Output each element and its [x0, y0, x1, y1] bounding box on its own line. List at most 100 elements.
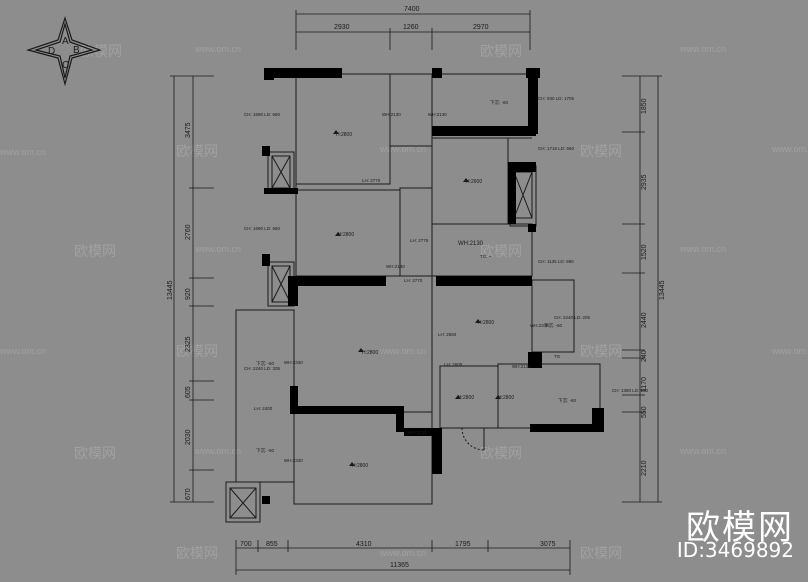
dim-bottom-seg-5: 3075: [540, 541, 556, 548]
window-note: CH: 2240 LD: 205: [554, 315, 591, 320]
dim-top-seg-1: 2930: [334, 24, 350, 31]
dimension-labels: 7400 2930 1260 2970 700 855 4310 1795 30…: [167, 6, 666, 569]
watermark-text: 欧模网: [480, 243, 522, 259]
watermark-text: 欧模网: [176, 143, 218, 159]
watermark-text: 欧模网: [176, 545, 218, 561]
wh-note: WH:2330: [284, 360, 303, 365]
watermark-url: www.om.cn: [379, 144, 426, 154]
compass-letter-a: A: [62, 36, 69, 47]
wh-note: WH:2330: [284, 458, 303, 463]
window-note: CH: 1690 LD: 660: [244, 112, 281, 117]
drop-note: TG: ~: [480, 254, 492, 259]
walls: [262, 68, 604, 504]
drop-note: 下沉: -60: [256, 360, 275, 367]
wh-note: WH:2130: [408, 430, 427, 435]
dim-bottom-seg-2: 855: [266, 541, 278, 548]
dim-left-seg-5: 605: [185, 386, 192, 398]
tag-note: TG: [554, 354, 561, 359]
dim-left-seg-6: 2030: [185, 429, 192, 445]
watermark-text: 欧模网: [580, 143, 622, 159]
dim-right-seg-6: 1170: [641, 377, 648, 392]
dim-right-total: 13445: [659, 280, 666, 300]
window-note: CH: 930 LD: 1705: [538, 96, 575, 101]
compass-letter-d: D: [48, 46, 55, 57]
dim-bottom-seg-1: 700: [240, 541, 252, 548]
watermark-text: 欧模网: [74, 243, 116, 259]
window-frames: [225, 151, 537, 523]
dim-right-seg-2: 2935: [641, 174, 648, 190]
watermark-url: www.om.cn: [194, 446, 241, 456]
watermark-url: www.om.cn: [194, 44, 241, 54]
wh-note: WH:2330: [530, 323, 549, 328]
wh-note: WH:2130: [428, 112, 447, 117]
dim-right-seg-5: 240: [641, 350, 648, 362]
watermark-url: www.om.cn: [679, 446, 726, 456]
window-note: CH: 2240 LD: 205: [244, 366, 281, 371]
lh-note: LH: 2400: [254, 406, 273, 411]
id-watermark: ID:3469892: [676, 538, 794, 562]
watermark-url: www.om.cn: [379, 346, 426, 356]
watermark-url: www.om.cn: [0, 147, 46, 157]
watermark-url: www.om.cn: [379, 548, 426, 558]
dim-right-seg-7: 550: [641, 406, 648, 418]
brand-watermark: 欧模网: [686, 508, 794, 548]
dim-left-seg-2: 2760: [185, 224, 192, 240]
watermark-text: 欧模网: [74, 445, 116, 461]
watermark-text: 欧模网: [480, 445, 522, 461]
dim-left-seg-7: 670: [185, 488, 192, 500]
dim-bottom-seg-4: 1795: [455, 541, 471, 548]
window-note: CH: 1690 LD: 660: [244, 226, 281, 231]
room-label-7: H:2800: [352, 463, 368, 469]
dim-right-seg-4: 2440: [641, 312, 648, 328]
room-labels: H:2800 H:2800 H:2600 H:2800 H:2800 H:280…: [336, 132, 514, 469]
window-note: CH: 1380 LD: 990: [612, 388, 649, 393]
dim-top-seg-3: 2970: [473, 24, 489, 31]
window-note: CH: 1135 LD: 990: [538, 259, 574, 264]
annotations: 下沉: -60 下沉: -60 下沉: -60 下沉: -60 下沉: -60 …: [244, 96, 649, 463]
dim-right-seg-8: 2210: [641, 460, 648, 476]
watermark-url: www.om.cn: [0, 346, 46, 356]
room-label-4: H:2800: [362, 350, 378, 356]
room-label-1: H:2800: [336, 132, 352, 138]
lh-note: LH: 2770: [404, 278, 423, 283]
level-markers: [333, 130, 501, 466]
compass-letter-b: B: [73, 45, 80, 56]
dim-left-seg-1: 3475: [185, 122, 192, 138]
wh-note: WH:2130: [382, 112, 401, 117]
dim-right-seg-1: 1850: [641, 98, 648, 114]
watermark-text: 欧模网: [580, 343, 622, 359]
watermark-url: www.om.cn: [771, 346, 808, 356]
watermark-text: 欧模网: [580, 545, 622, 561]
watermark-text: 欧模网: [480, 43, 522, 59]
drop-note: 下沉: -60: [490, 99, 509, 106]
room-label-2: H:2800: [338, 232, 354, 238]
dimension-lines: [170, 10, 662, 575]
watermark-text: 欧模网: [176, 343, 218, 359]
dim-bottom-seg-3: 4310: [356, 541, 372, 548]
wh-note-main: WH:2130: [458, 241, 484, 247]
dim-bottom-total: 11365: [390, 562, 409, 569]
drop-note: 下沉: -60: [544, 322, 563, 329]
watermark-url: www.om.cn: [679, 244, 726, 254]
drop-note: 下沉: -60: [558, 397, 577, 404]
dim-left-seg-4: 2325: [185, 336, 192, 352]
room-label-5: H:2800: [478, 320, 494, 326]
watermark-url: www.om.cn: [679, 44, 726, 54]
room-label-8: H:2800: [498, 395, 514, 401]
compass-icon: A B C D: [25, 16, 102, 87]
lh-note: LH: 2600: [444, 362, 463, 367]
watermark-url: www.om.cn: [771, 144, 808, 154]
window-note: CH: 1715 LD: 660: [538, 146, 575, 151]
compass-letter-c: C: [62, 60, 69, 71]
room-label-6: H:2800: [458, 395, 474, 401]
lh-note: LH: 2770: [362, 178, 381, 183]
lh-note: LH: 2775: [410, 238, 429, 243]
watermark-url: www.om.cn: [194, 244, 241, 254]
dim-left-total: 13445: [167, 280, 174, 300]
lh-note: LH: 2650: [438, 332, 457, 337]
watermark-layer: 欧模网 www.om.cn 欧模网 www.om.cn www.om.cn 欧模…: [0, 43, 808, 561]
dim-top-total: 7400: [404, 6, 420, 13]
drop-note: 下沉: -60: [256, 447, 275, 454]
dim-right-seg-3: 1520: [641, 244, 648, 260]
